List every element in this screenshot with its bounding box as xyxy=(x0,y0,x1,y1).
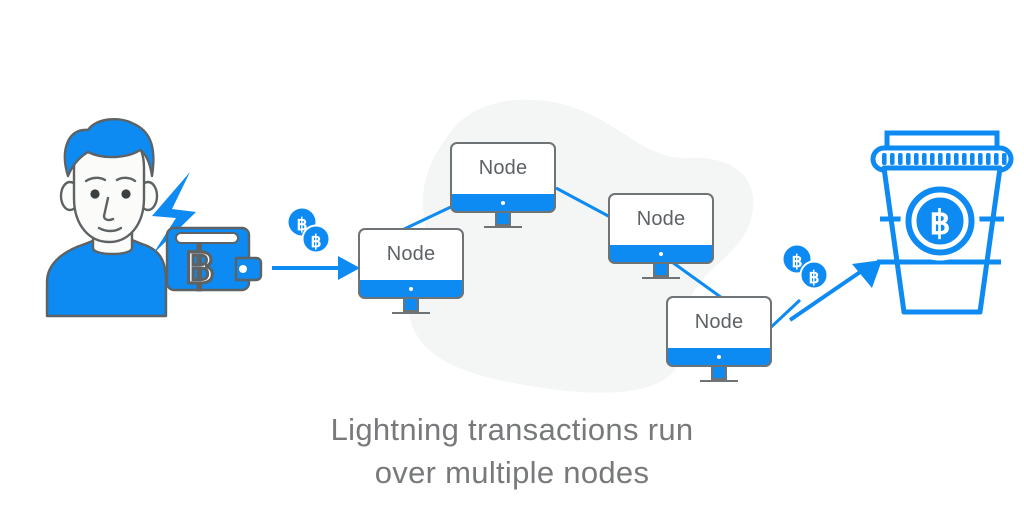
node-indicator-dot xyxy=(717,355,721,359)
link-node4-outgoing xyxy=(766,298,802,332)
node-1[interactable]: Node xyxy=(358,228,464,314)
link-node1-node2 xyxy=(397,203,456,234)
node-indicator-dot xyxy=(501,201,505,205)
arrow-wallet-to-node-head xyxy=(338,256,360,280)
coin-bitcoin-symbol: ฿ xyxy=(311,232,322,251)
link-node3-node4 xyxy=(671,260,723,300)
caption-line-1: Lightning transactions run xyxy=(330,412,694,447)
caption: Lightning transactions run over multiple… xyxy=(0,408,1024,494)
person-eyebrow-left xyxy=(84,176,107,183)
coin-bitcoin-symbol: ฿ xyxy=(809,268,820,287)
arrow-node-to-cup-shaft xyxy=(788,266,868,322)
cup-lid-ribs xyxy=(882,153,1007,165)
arrow-node-to-cup-head xyxy=(852,260,882,288)
node-stand-neck xyxy=(495,213,511,226)
node-2[interactable]: Node xyxy=(450,142,556,228)
lightning-bolt-icon xyxy=(152,172,196,254)
wallet-bitcoin-symbol: ฿ xyxy=(184,240,215,294)
person-eyebrow-right xyxy=(115,176,137,183)
coin-bitcoin-symbol: ฿ xyxy=(297,215,308,234)
node-label: Node xyxy=(478,157,528,179)
node-indicator-dot xyxy=(659,252,663,256)
caption-line-2: over multiple nodes xyxy=(374,455,650,490)
node-stand-foot xyxy=(700,380,738,382)
wallet-top-flap xyxy=(175,232,239,244)
node-stand-foot xyxy=(392,312,430,314)
node-label: Node xyxy=(694,311,744,333)
wallet-icon: ฿ xyxy=(165,226,263,295)
coin-icon xyxy=(301,224,331,254)
person-mouth xyxy=(97,226,123,233)
node-stand-neck xyxy=(403,299,419,312)
node-stand-neck xyxy=(653,264,669,277)
person-figure xyxy=(45,118,168,318)
link-node2-node3 xyxy=(555,186,613,220)
node-label: Node xyxy=(386,243,436,265)
node-stand-neck xyxy=(711,367,727,380)
cup-logo-ring xyxy=(911,192,969,250)
person-eye-right xyxy=(121,189,131,199)
coin-icon xyxy=(799,260,829,290)
node-label: Node xyxy=(636,208,686,230)
node-3[interactable]: Node xyxy=(608,193,714,279)
node-indicator-dot xyxy=(409,287,413,291)
node-stand-foot xyxy=(484,226,522,228)
coins-sender: ฿ ฿ xyxy=(288,208,331,254)
node-4[interactable]: Node xyxy=(666,296,772,382)
node-stand-foot xyxy=(642,277,680,279)
coins-destination: ฿ ฿ xyxy=(783,245,829,290)
person-hair xyxy=(63,118,155,178)
wallet-clasp-dot xyxy=(239,265,247,273)
cup-bitcoin-symbol: ฿ xyxy=(930,204,951,241)
person-eye-left xyxy=(90,189,100,199)
wallet-clasp xyxy=(234,256,263,282)
coin-bitcoin-symbol: ฿ xyxy=(792,252,803,271)
person-nose xyxy=(102,196,115,222)
